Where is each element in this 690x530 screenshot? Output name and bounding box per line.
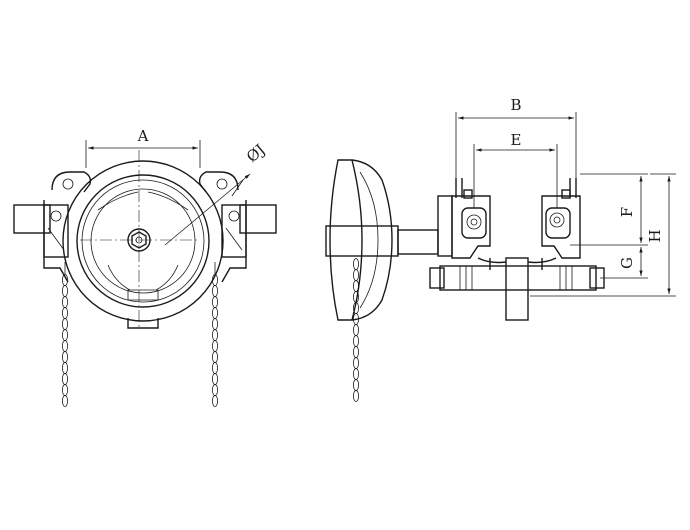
dimension-f-label: F [618, 207, 636, 217]
dimension-g-label: G [618, 257, 636, 269]
dimension-j-label: ØJ [243, 141, 269, 167]
dimension-e-label: E [511, 131, 522, 149]
hand-wheel-outer [62, 160, 224, 322]
wheel-groove [351, 159, 393, 321]
left-plate [43, 204, 69, 258]
dimension-h-label: H [646, 229, 664, 242]
dimension-b-label: B [510, 96, 521, 114]
chain-right [211, 262, 218, 407]
dimension-f: F [570, 173, 648, 246]
dimension-h: H [530, 173, 676, 297]
wheel-edge [329, 159, 363, 321]
right-ear [198, 171, 239, 193]
right-side-plate [541, 195, 581, 259]
front-view: A ØJ [13, 127, 277, 407]
dimension-b: B [455, 96, 577, 178]
left-ear [51, 171, 92, 193]
hanger [505, 257, 529, 321]
left-flange [13, 204, 51, 234]
cross-bar [439, 265, 597, 291]
dimension-a-label: A [137, 127, 149, 145]
dimension-g: G [600, 247, 648, 279]
left-side-plate [451, 195, 491, 259]
chain-side [352, 258, 359, 402]
dimension-a: A [85, 127, 201, 168]
hand-wheel-rim [76, 174, 210, 308]
right-flange [239, 204, 277, 234]
side-view: B E F G H [325, 96, 676, 402]
dimension-e: E [473, 131, 558, 208]
chain-left [62, 262, 69, 407]
right-plate [221, 204, 247, 258]
